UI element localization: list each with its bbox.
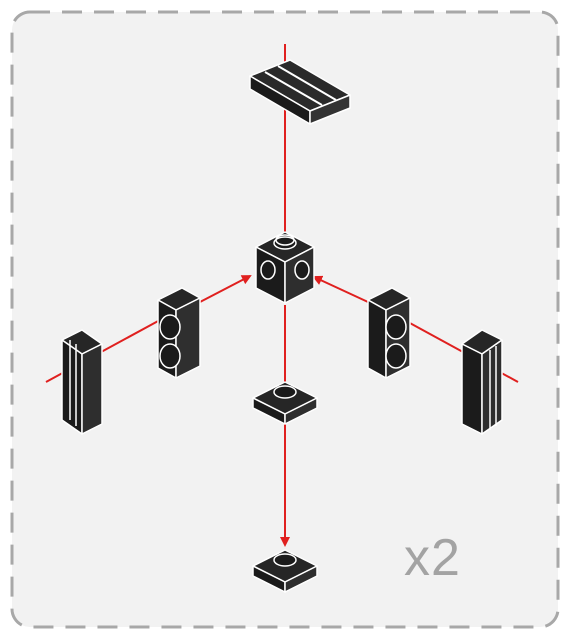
brick-modified-studs-icon xyxy=(255,231,315,304)
line-arrow-left xyxy=(199,275,252,303)
step-multiplier: x2 xyxy=(404,529,461,587)
line-arrow-right xyxy=(312,275,369,303)
plate-1x1-icon xyxy=(252,549,318,593)
plate-1x2-icon xyxy=(157,287,201,379)
brick-tile-grooved-icon xyxy=(249,59,351,125)
tile-grooved-icon xyxy=(61,329,103,435)
plate-1x2-icon xyxy=(367,287,411,379)
tile-grooved-icon xyxy=(461,329,503,435)
plate-1x1-icon xyxy=(252,381,318,425)
